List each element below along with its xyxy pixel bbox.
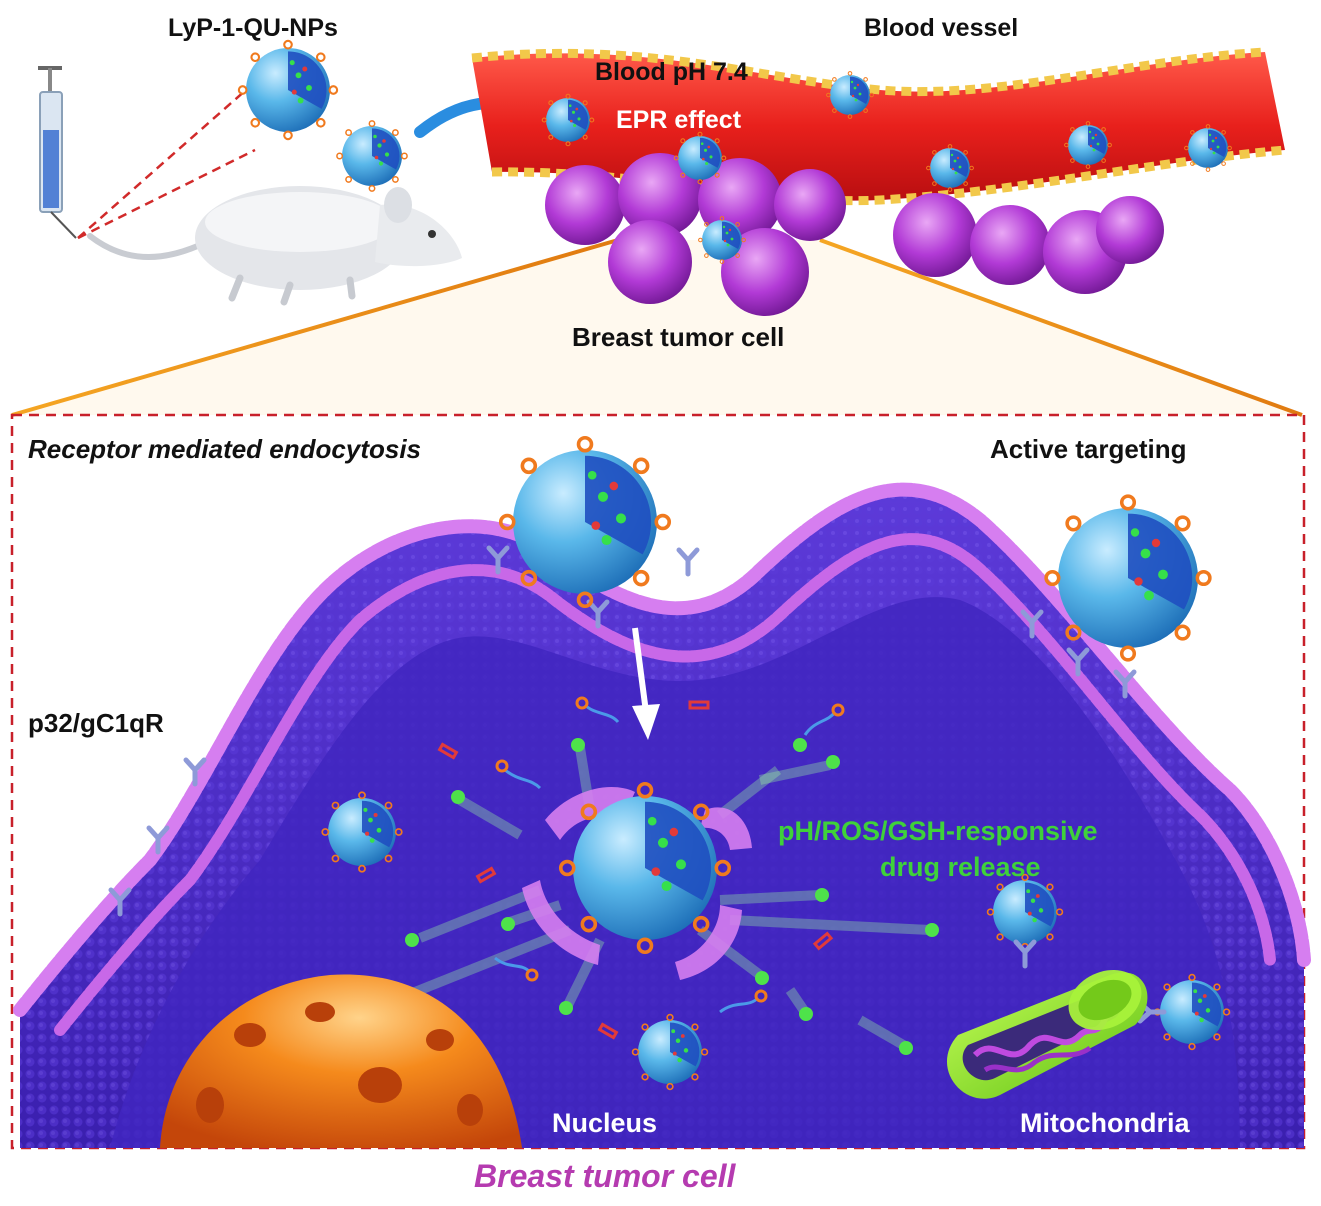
nanoparticle-label: LyP-1-QU-NPs (168, 14, 338, 42)
tumor-cell-top-label: Breast tumor cell (572, 322, 785, 352)
receptor-icon (679, 550, 697, 574)
release-label-line2: drug release (880, 852, 1041, 882)
mitochondria-label: Mitochondria (1020, 1108, 1190, 1138)
ligand-fragments (437, 696, 845, 1040)
nucleus-label: Nucleus (552, 1108, 658, 1138)
receptor-label: p32/gC1qR (28, 708, 164, 738)
cell-membrane (13, 482, 1311, 1017)
mouse-icon (87, 186, 462, 306)
endocytosis-label: Receptor mediated endocytosis (28, 434, 421, 464)
nanoparticle-icon (336, 120, 408, 192)
zoom-funnel (12, 240, 1302, 415)
arrow-icon (632, 627, 649, 713)
epr-effect-label: EPR effect (616, 106, 742, 134)
blood-vessel-label: Blood vessel (864, 14, 1019, 42)
syringe-icon (38, 66, 77, 239)
mitochondria-icon (946, 969, 1148, 1099)
tumor-cell-caption: Breast tumor cell (474, 1158, 736, 1194)
nanoparticle-icon (237, 39, 339, 141)
nucleus-icon (160, 974, 522, 1148)
lipid-fragments (522, 787, 752, 980)
release-label-line1: pH/ROS/GSH-responsive (778, 816, 1098, 846)
active-targeting-label: Active targeting (990, 434, 1187, 464)
blood-ph-label: Blood pH 7.4 (595, 58, 748, 86)
